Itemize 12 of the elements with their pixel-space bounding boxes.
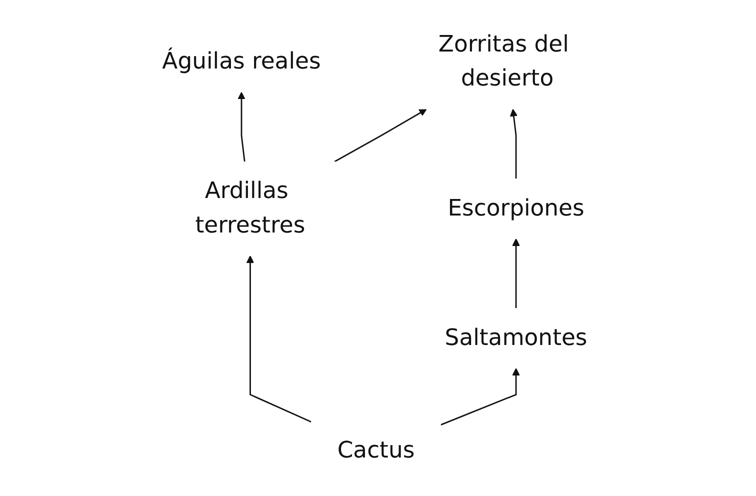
arrow [440, 368, 520, 426]
node-text: Zorritas del desierto [438, 32, 569, 92]
arrow [334, 108, 426, 162]
node-text: Cactus [336, 437, 414, 464]
arrow [246, 256, 312, 423]
node-text: Escorpiones [447, 195, 584, 222]
arrow [237, 92, 245, 162]
arrow [510, 108, 518, 179]
node-text: Águilas reales [162, 48, 320, 75]
node-text: Ardillas terrestres [194, 178, 305, 238]
node-text: Saltamontes [444, 324, 587, 351]
arrow [512, 238, 520, 308]
